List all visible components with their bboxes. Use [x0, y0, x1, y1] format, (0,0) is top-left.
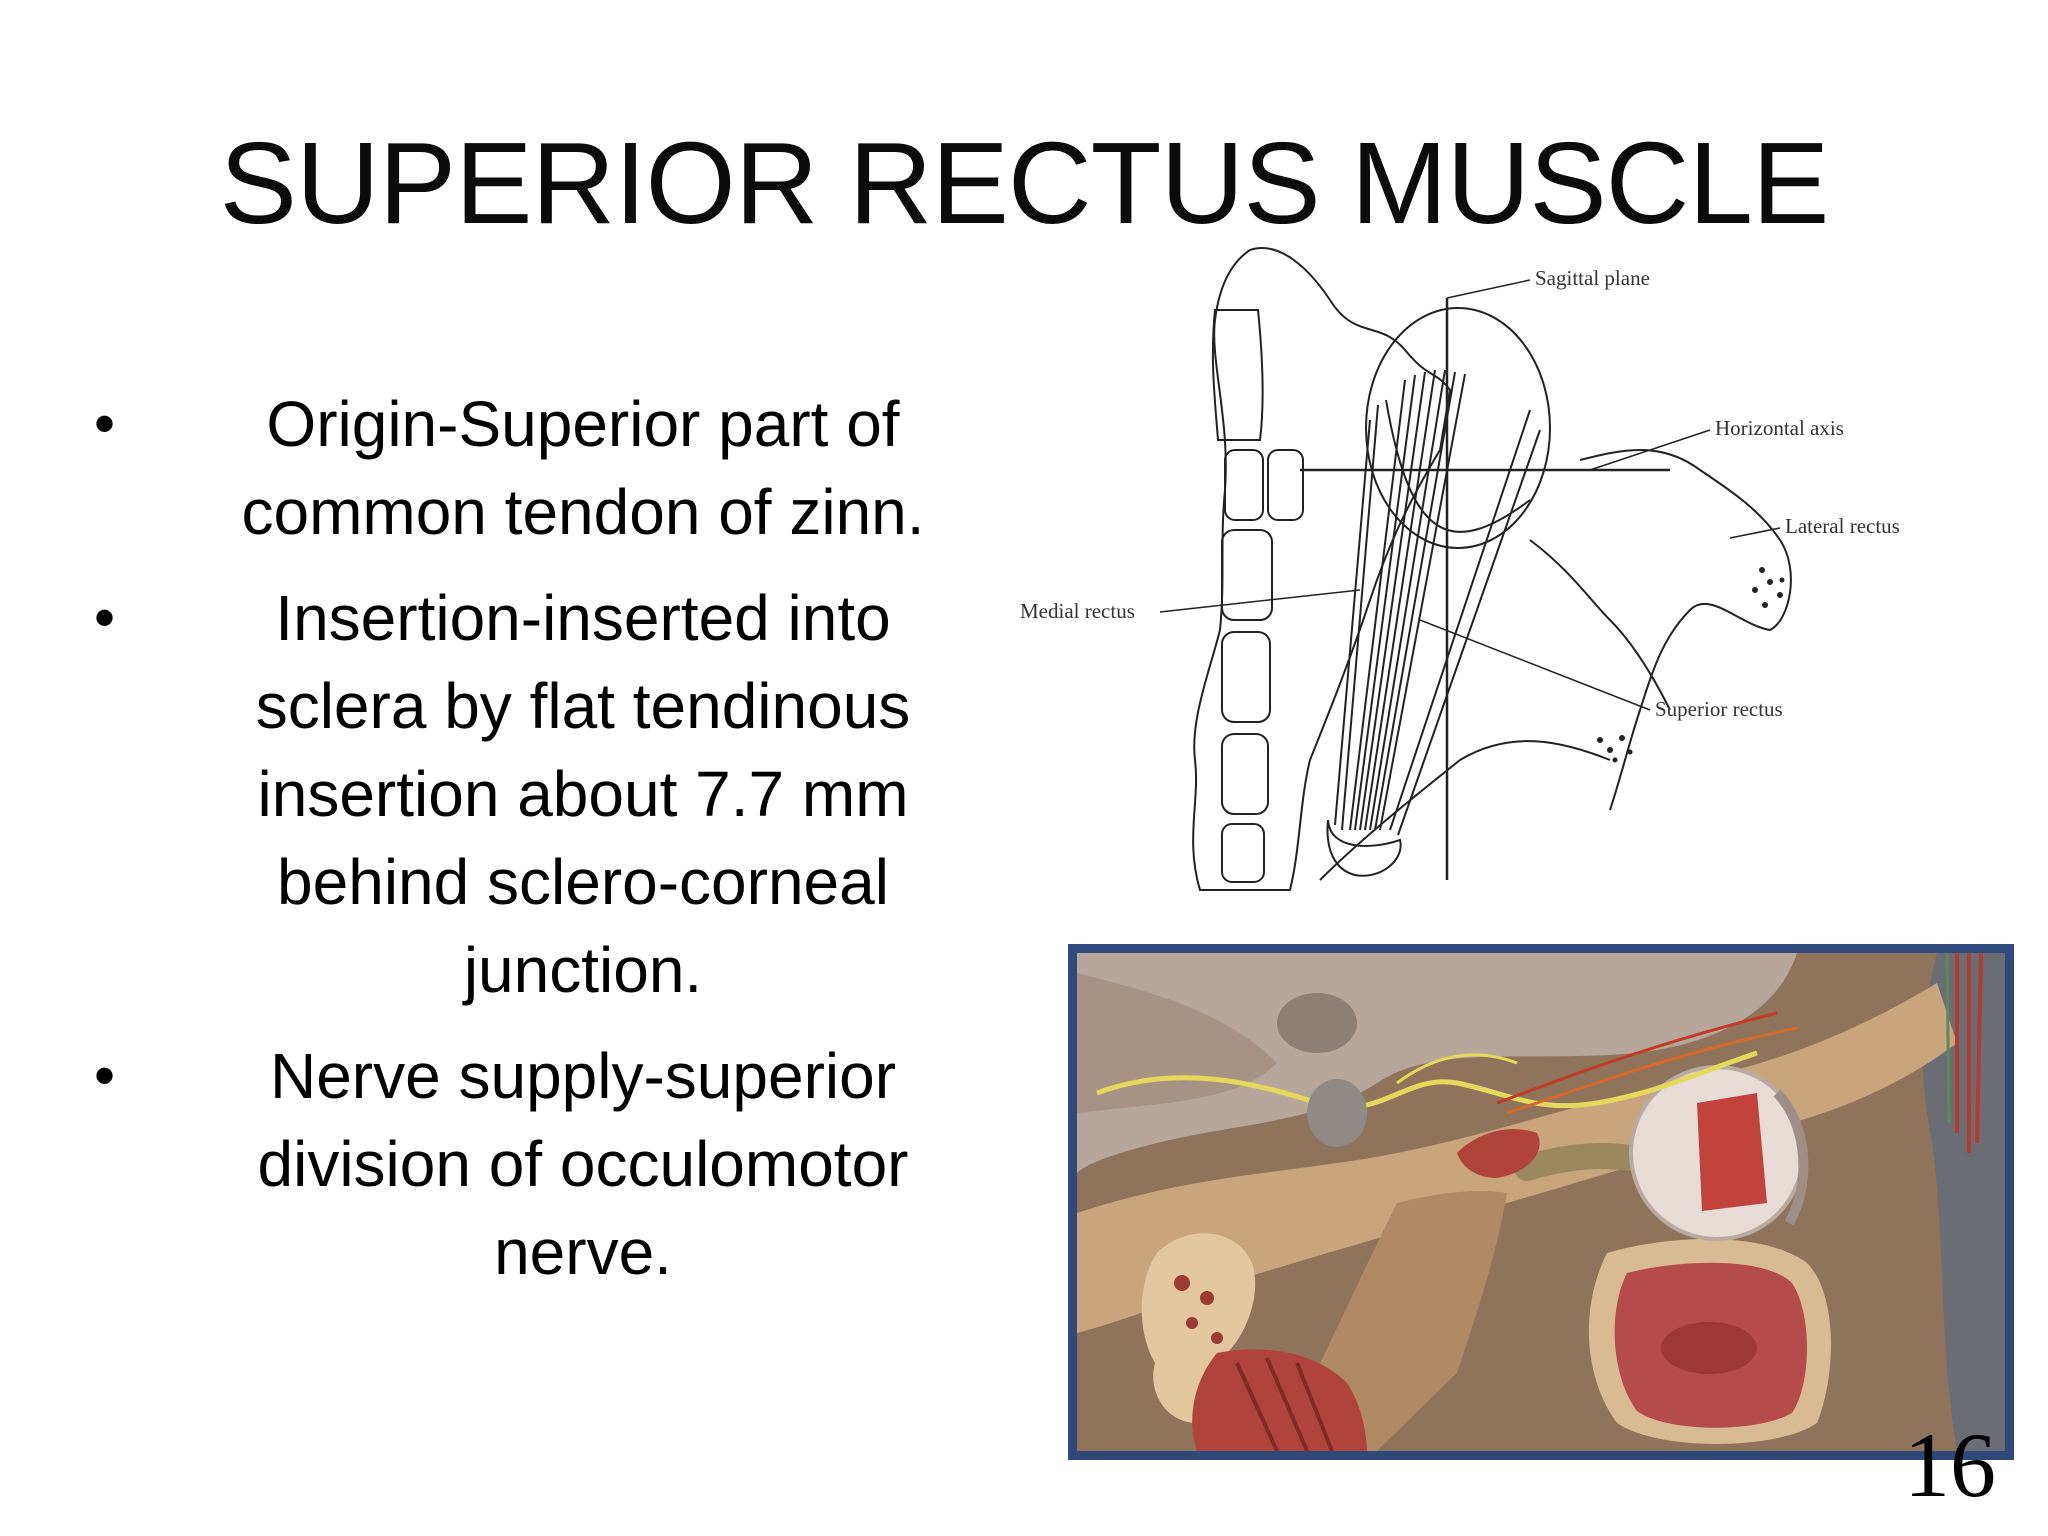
orbit-line-diagram: Sagittal plane Horizontal axis Lateral r…	[1010, 240, 2020, 920]
bullet-icon: •	[94, 1042, 116, 1109]
anatomy-illustration-frame	[1068, 944, 2014, 1460]
page-number: 16	[1904, 1414, 1996, 1516]
diagram-label-sagittal-plane: Sagittal plane	[1535, 266, 1650, 290]
bullet-text-nerve-supply: Nerve supply-superior division of occulo…	[257, 1040, 909, 1288]
anatomy-illustration	[1077, 953, 2005, 1451]
bullet-icon: •	[94, 390, 116, 457]
diagram-label-horizontal-axis: Horizontal axis	[1715, 416, 1844, 440]
bullet-text-insertion: Insertion-inserted into sclera by flat t…	[255, 582, 911, 1006]
bullet-item-insertion: • Insertion-inserted into sclera by flat…	[88, 574, 1018, 1014]
diagram-label-superior-rectus: Superior rectus	[1655, 697, 1783, 721]
bullet-list: • Origin-Superior part of common tendon …	[88, 380, 1018, 1314]
bullet-text-origin: Origin-Superior part of common tendon of…	[241, 388, 925, 548]
diagram-label-medial-rectus: Medial rectus	[1020, 599, 1135, 623]
bullet-item-origin: • Origin-Superior part of common tendon …	[88, 380, 1018, 556]
bullet-item-nerve-supply: • Nerve supply-superior division of occu…	[88, 1032, 1018, 1296]
slide-title: SUPERIOR RECTUS MUSCLE	[219, 118, 1830, 248]
diagram-label-lateral-rectus: Lateral rectus	[1785, 514, 1900, 538]
bullet-icon: •	[94, 584, 116, 651]
